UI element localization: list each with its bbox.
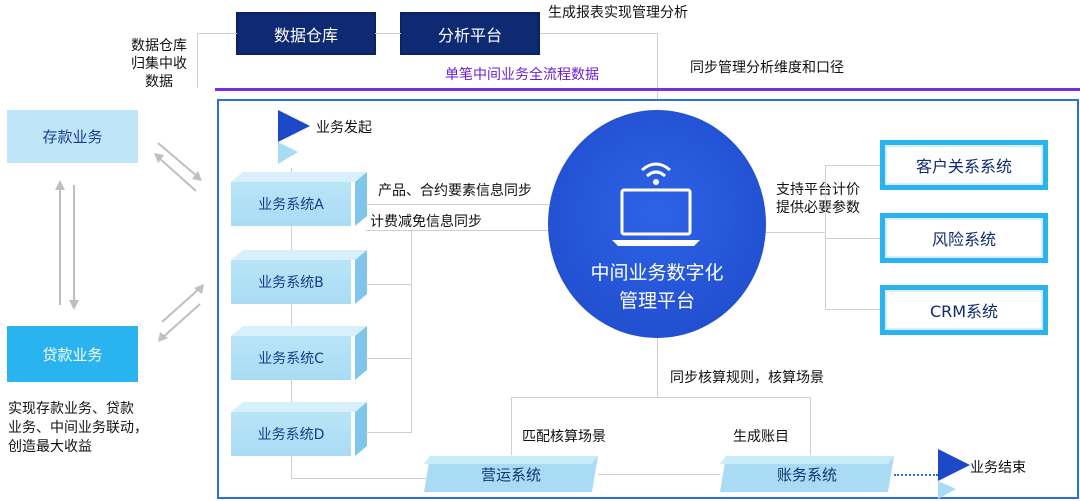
ledger-system-shape bbox=[720, 456, 894, 492]
collect-note-1: 数据仓库 bbox=[131, 38, 187, 54]
purple-label: 单笔中间业务全流程数据 bbox=[445, 67, 599, 83]
business-system-b-label: 业务系统B bbox=[231, 260, 351, 304]
purple-divider bbox=[215, 88, 1080, 91]
crm-customer-relations-box: 客户关系系统 bbox=[880, 140, 1048, 190]
data-warehouse-box: 数据仓库 bbox=[236, 12, 376, 55]
business-system-a-label: 业务系统A bbox=[231, 182, 351, 226]
start-flag-icon bbox=[278, 110, 310, 164]
diagonal-arrows-bottom-icon bbox=[158, 284, 204, 342]
risk-system-label: 风险系统 bbox=[931, 230, 996, 249]
sync-rules-text: 同步核算规则，核算场景 bbox=[670, 370, 824, 386]
vertical-arrows-icon bbox=[55, 180, 79, 310]
crm-system-box: CRM系统 bbox=[880, 285, 1048, 335]
collect-note-3: 数据 bbox=[145, 74, 173, 90]
sync-dims-text: 同步管理分析维度和口径 bbox=[690, 60, 844, 76]
business-system-b: 业务系统B bbox=[231, 250, 367, 304]
deposit-box: 存款业务 bbox=[7, 110, 138, 163]
start-label: 业务发起 bbox=[316, 120, 372, 136]
sync-product-text: 产品、合约要素信息同步 bbox=[378, 183, 532, 199]
ledger-system-label: 账务系统 bbox=[776, 465, 837, 484]
report-text: 生成报表实现管理分析 bbox=[548, 5, 688, 21]
ops-system-label: 营运系统 bbox=[480, 465, 541, 484]
support-line-1: 支持平台计价 bbox=[776, 182, 860, 198]
business-system-d: 业务系统D bbox=[231, 402, 367, 456]
loan-label: 贷款业务 bbox=[42, 345, 103, 364]
diagonal-arrows-top-icon bbox=[154, 142, 202, 192]
business-system-d-label: 业务系统D bbox=[231, 412, 351, 456]
business-system-c-label: 业务系统C bbox=[231, 336, 351, 380]
goal-line-2: 业务、中间业务联动， bbox=[8, 420, 148, 436]
end-label: 业务结束 bbox=[970, 460, 1026, 476]
business-system-c: 业务系统C bbox=[231, 326, 367, 380]
customer-relations-label: 客户关系系统 bbox=[915, 157, 1012, 176]
business-system-a: 业务系统A bbox=[231, 172, 367, 226]
loan-box: 贷款业务 bbox=[7, 326, 138, 382]
sync-fee-text: 计费减免信息同步 bbox=[370, 214, 482, 230]
collect-note-2: 归集中收 bbox=[131, 56, 187, 72]
platform-title-1: 中间业务数字化 bbox=[590, 262, 724, 284]
laptop-wifi-icon bbox=[612, 162, 700, 246]
match-scene-text: 匹配核算场景 bbox=[522, 429, 606, 445]
deposit-label: 存款业务 bbox=[42, 128, 103, 146]
ops-system-shape bbox=[424, 456, 598, 492]
goal-line-1: 实现存款业务、贷款 bbox=[8, 401, 134, 417]
platform-circle: 中间业务数字化 管理平台 bbox=[548, 110, 766, 338]
dotted-end-line bbox=[894, 474, 938, 476]
risk-system-box: 风险系统 bbox=[880, 213, 1048, 263]
platform-title-2: 管理平台 bbox=[618, 290, 695, 312]
goal-line-3: 创造最大收益 bbox=[8, 439, 92, 455]
crm-system-label: CRM系统 bbox=[929, 302, 999, 321]
gen-account-text: 生成账目 bbox=[733, 429, 789, 445]
support-line-2: 提供必要参数 bbox=[776, 200, 860, 216]
analysis-platform-box: 分析平台 bbox=[400, 12, 540, 55]
end-flag-icon bbox=[938, 449, 970, 499]
